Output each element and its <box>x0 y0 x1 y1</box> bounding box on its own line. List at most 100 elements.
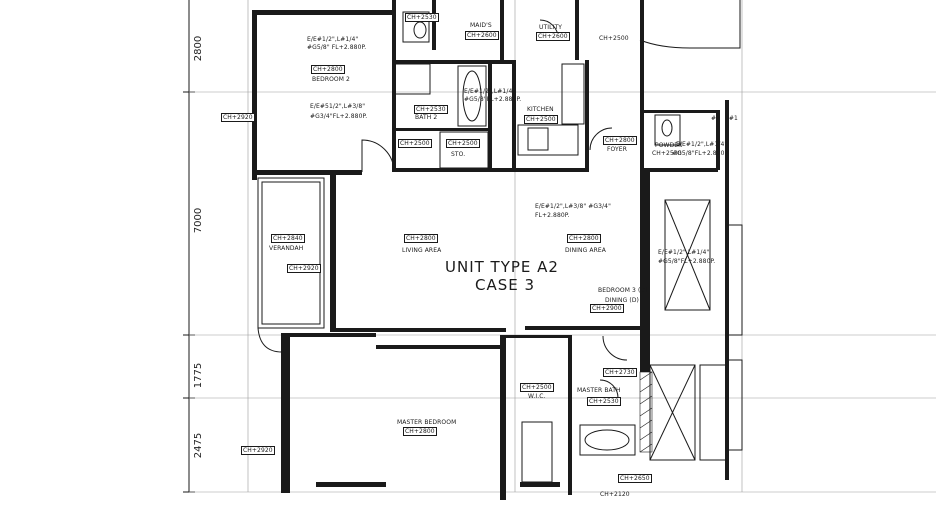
maid-toilet <box>413 21 427 39</box>
ceiling-height-tag: CH+2500 <box>446 139 480 148</box>
ceiling-height-tag: CH+2500 <box>524 115 558 124</box>
fitting-note: #G5/8"FL+2.880P. <box>464 96 522 103</box>
ceiling-height-tag: CH+2530 <box>405 13 439 22</box>
wall <box>575 0 579 60</box>
wall <box>640 110 718 113</box>
right-shaft-x <box>649 364 696 461</box>
room-label-master-bath: MASTER BATH <box>577 387 621 394</box>
right-lift <box>699 364 729 461</box>
plan-title-line1: UNIT TYPE A2 <box>445 258 559 276</box>
ceiling-height-tag: CH+2800 <box>403 427 437 436</box>
fitting-note: #G5/8" FL+2.880P. <box>307 44 367 51</box>
room-label-living: LIVING AREA <box>402 247 442 254</box>
wall <box>376 345 501 349</box>
wall <box>252 170 362 175</box>
room-label-wic: W.I.C. <box>528 393 546 400</box>
verandah-corner <box>257 327 283 353</box>
fitting-note: E/E#1/2",L#1/4" <box>307 36 359 43</box>
wall <box>281 333 290 493</box>
ceiling-height-tag: CH+2800 <box>311 65 345 74</box>
ceiling-height-tag: CH+2800 <box>603 136 637 145</box>
wall <box>392 168 512 172</box>
right-panel <box>725 359 743 451</box>
kitchen-counter <box>517 124 579 156</box>
door-swing <box>599 379 619 399</box>
dimension-label: 1775 <box>193 362 205 389</box>
ceiling-height-tag: CH+2600 <box>465 31 499 40</box>
room-label-verandah: VERANDAH <box>269 245 304 252</box>
room-label-bedroom2: BEDROOM 2 <box>312 76 350 83</box>
ceiling-height-tag: CH+2800 <box>404 234 438 243</box>
dimension-label: 2475 <box>193 432 205 459</box>
top-curve <box>639 0 741 49</box>
plan-mark: #2 <box>711 115 721 122</box>
dimension-label: 7000 <box>193 207 205 234</box>
master-bath-basin <box>584 429 630 451</box>
store-room <box>439 131 489 169</box>
wall <box>330 172 336 332</box>
wall <box>336 328 506 332</box>
ceiling-height-tag: CH+2650 <box>618 474 652 483</box>
door-swing <box>361 139 395 173</box>
wall <box>640 172 650 372</box>
ceiling-height-tag: CH+2840 <box>271 234 305 243</box>
room-label-dining: DINING AREA <box>565 247 606 254</box>
room-label-bath2: BATH 2 <box>415 114 438 121</box>
dimension-label: 2800 <box>193 35 205 62</box>
hatch <box>639 371 653 381</box>
door-swing <box>589 127 613 151</box>
hatch <box>639 407 653 417</box>
wall <box>392 60 396 170</box>
fitting-note: E/E#1/2",L#1/4" <box>658 249 710 256</box>
wall <box>504 335 568 338</box>
room-label-dining-d: DINING (D) <box>605 297 639 304</box>
room-label-utility: UTILITY <box>539 24 562 31</box>
ceiling-height-tag: CH+2500 <box>520 383 554 392</box>
wall <box>316 482 386 487</box>
ceiling-height-tag: CH+2920 <box>221 113 255 122</box>
ceiling-height-tag: CH+2500 <box>599 35 629 42</box>
wall <box>392 60 512 64</box>
ceiling-height-tag: CH+2920 <box>287 264 321 273</box>
wall <box>640 0 644 170</box>
wall <box>392 128 492 131</box>
wic-fixture <box>521 421 553 483</box>
door-swing <box>602 335 628 361</box>
wall <box>512 168 589 172</box>
powder-fixture <box>654 114 681 146</box>
room-label-powder: POWDER <box>655 142 683 149</box>
ceiling-height-tag: CH+2600 <box>536 32 570 41</box>
ceiling-height-tag: CH+2530 <box>414 105 448 114</box>
foyer-shaft <box>664 199 711 311</box>
ceiling-height-tag: CH+2800 <box>567 234 601 243</box>
master-bath-tub <box>579 424 636 456</box>
fitting-note: #G5/8"FL+2.880P. <box>658 258 716 265</box>
wall <box>716 110 720 170</box>
verandah-outline <box>257 177 325 329</box>
hatch <box>639 419 653 429</box>
right-panel <box>725 224 743 336</box>
wall <box>392 0 396 60</box>
ceiling-height-tag: CH+2730 <box>603 368 637 377</box>
ceiling-height-tag: CH+2120 <box>600 491 630 498</box>
wall <box>568 335 572 495</box>
fitting-note: #G5/8"FL+2.880P. <box>672 150 730 157</box>
wall <box>525 326 640 330</box>
wall <box>512 60 516 172</box>
hatched-column <box>639 371 653 453</box>
wall <box>585 60 589 172</box>
maid-fixture <box>402 11 430 43</box>
hatch <box>639 395 653 405</box>
room-label-store: STO. <box>451 151 466 158</box>
wall <box>725 100 729 480</box>
wall <box>500 0 504 60</box>
wall <box>281 333 376 337</box>
room-label-master-bedroom: MASTER BEDROOM <box>397 419 457 426</box>
fitting-note: E/E#51/2",L#3/8" <box>310 103 366 110</box>
fitting-note: FL+2.880P. <box>535 212 570 219</box>
wall <box>500 335 506 500</box>
wall <box>520 482 560 487</box>
powder-toilet <box>661 119 673 137</box>
wall <box>252 10 257 180</box>
